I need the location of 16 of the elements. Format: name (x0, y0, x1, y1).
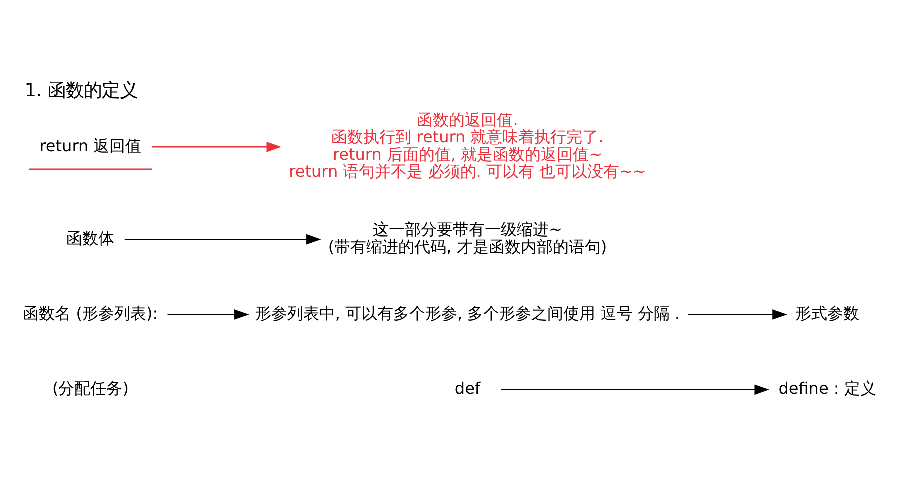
label: (分配任务) (52, 379, 129, 398)
arrow (688, 310, 788, 320)
node-text: 函数名 (形参列表): (23, 304, 158, 323)
arrow (124, 234, 322, 245)
node-text: 形参列表中, 可以有多个形参, 多个形参之间使用 逗号 分隔 . (255, 304, 680, 323)
node-text: define : 定义 (778, 379, 876, 398)
diagram-title: 1. 函数的定义 (24, 80, 138, 102)
node-text: 函数的返回值. 函数执行到 return 就意味着执行完了. return 后面的值, 就是函数的返回值~ return 语句并不是 必须的. 可以有 也可以没有~~ (289, 110, 646, 182)
node-text: 形式参数 (796, 304, 860, 323)
arrow (152, 142, 282, 152)
node-text: 函数体 (66, 228, 115, 248)
node-text: 这一部分要带有一级缩进~ (带有缩进的代码, 才是函数内部的语句) (328, 220, 608, 256)
node-text: def (454, 379, 481, 398)
arrow (501, 384, 770, 396)
arrow (168, 310, 250, 320)
node-text: return 返回值 (40, 136, 142, 156)
